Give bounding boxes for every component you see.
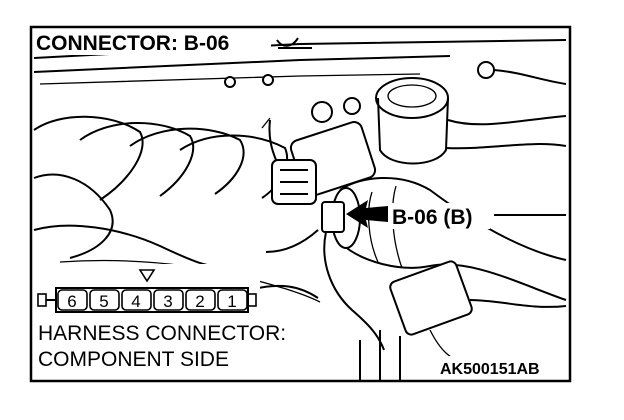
figure-code: AK500151AB xyxy=(440,361,540,378)
pin-label: 4 xyxy=(131,292,140,311)
engine-illustration xyxy=(33,39,567,380)
connector-key-mark xyxy=(138,269,156,283)
caption-line-1: HARNESS CONNECTOR: xyxy=(38,322,286,345)
pin-label: 6 xyxy=(67,292,76,311)
connector-callout: B-06 (B) xyxy=(346,200,566,229)
callout-arrow xyxy=(346,200,388,228)
pin-label: 3 xyxy=(163,292,172,311)
callout-label: B-06 (B) xyxy=(392,206,473,229)
caption-line-2: COMPONENT SIDE xyxy=(38,348,229,371)
pin-label: 5 xyxy=(99,292,108,311)
pin-label: 1 xyxy=(227,292,236,311)
diagram-title: CONNECTOR: B-06 xyxy=(36,32,229,55)
connector-pin-layout: 6 5 4 3 2 1 xyxy=(37,264,260,316)
wave-mark xyxy=(276,37,299,47)
pin-label: 2 xyxy=(195,292,204,311)
